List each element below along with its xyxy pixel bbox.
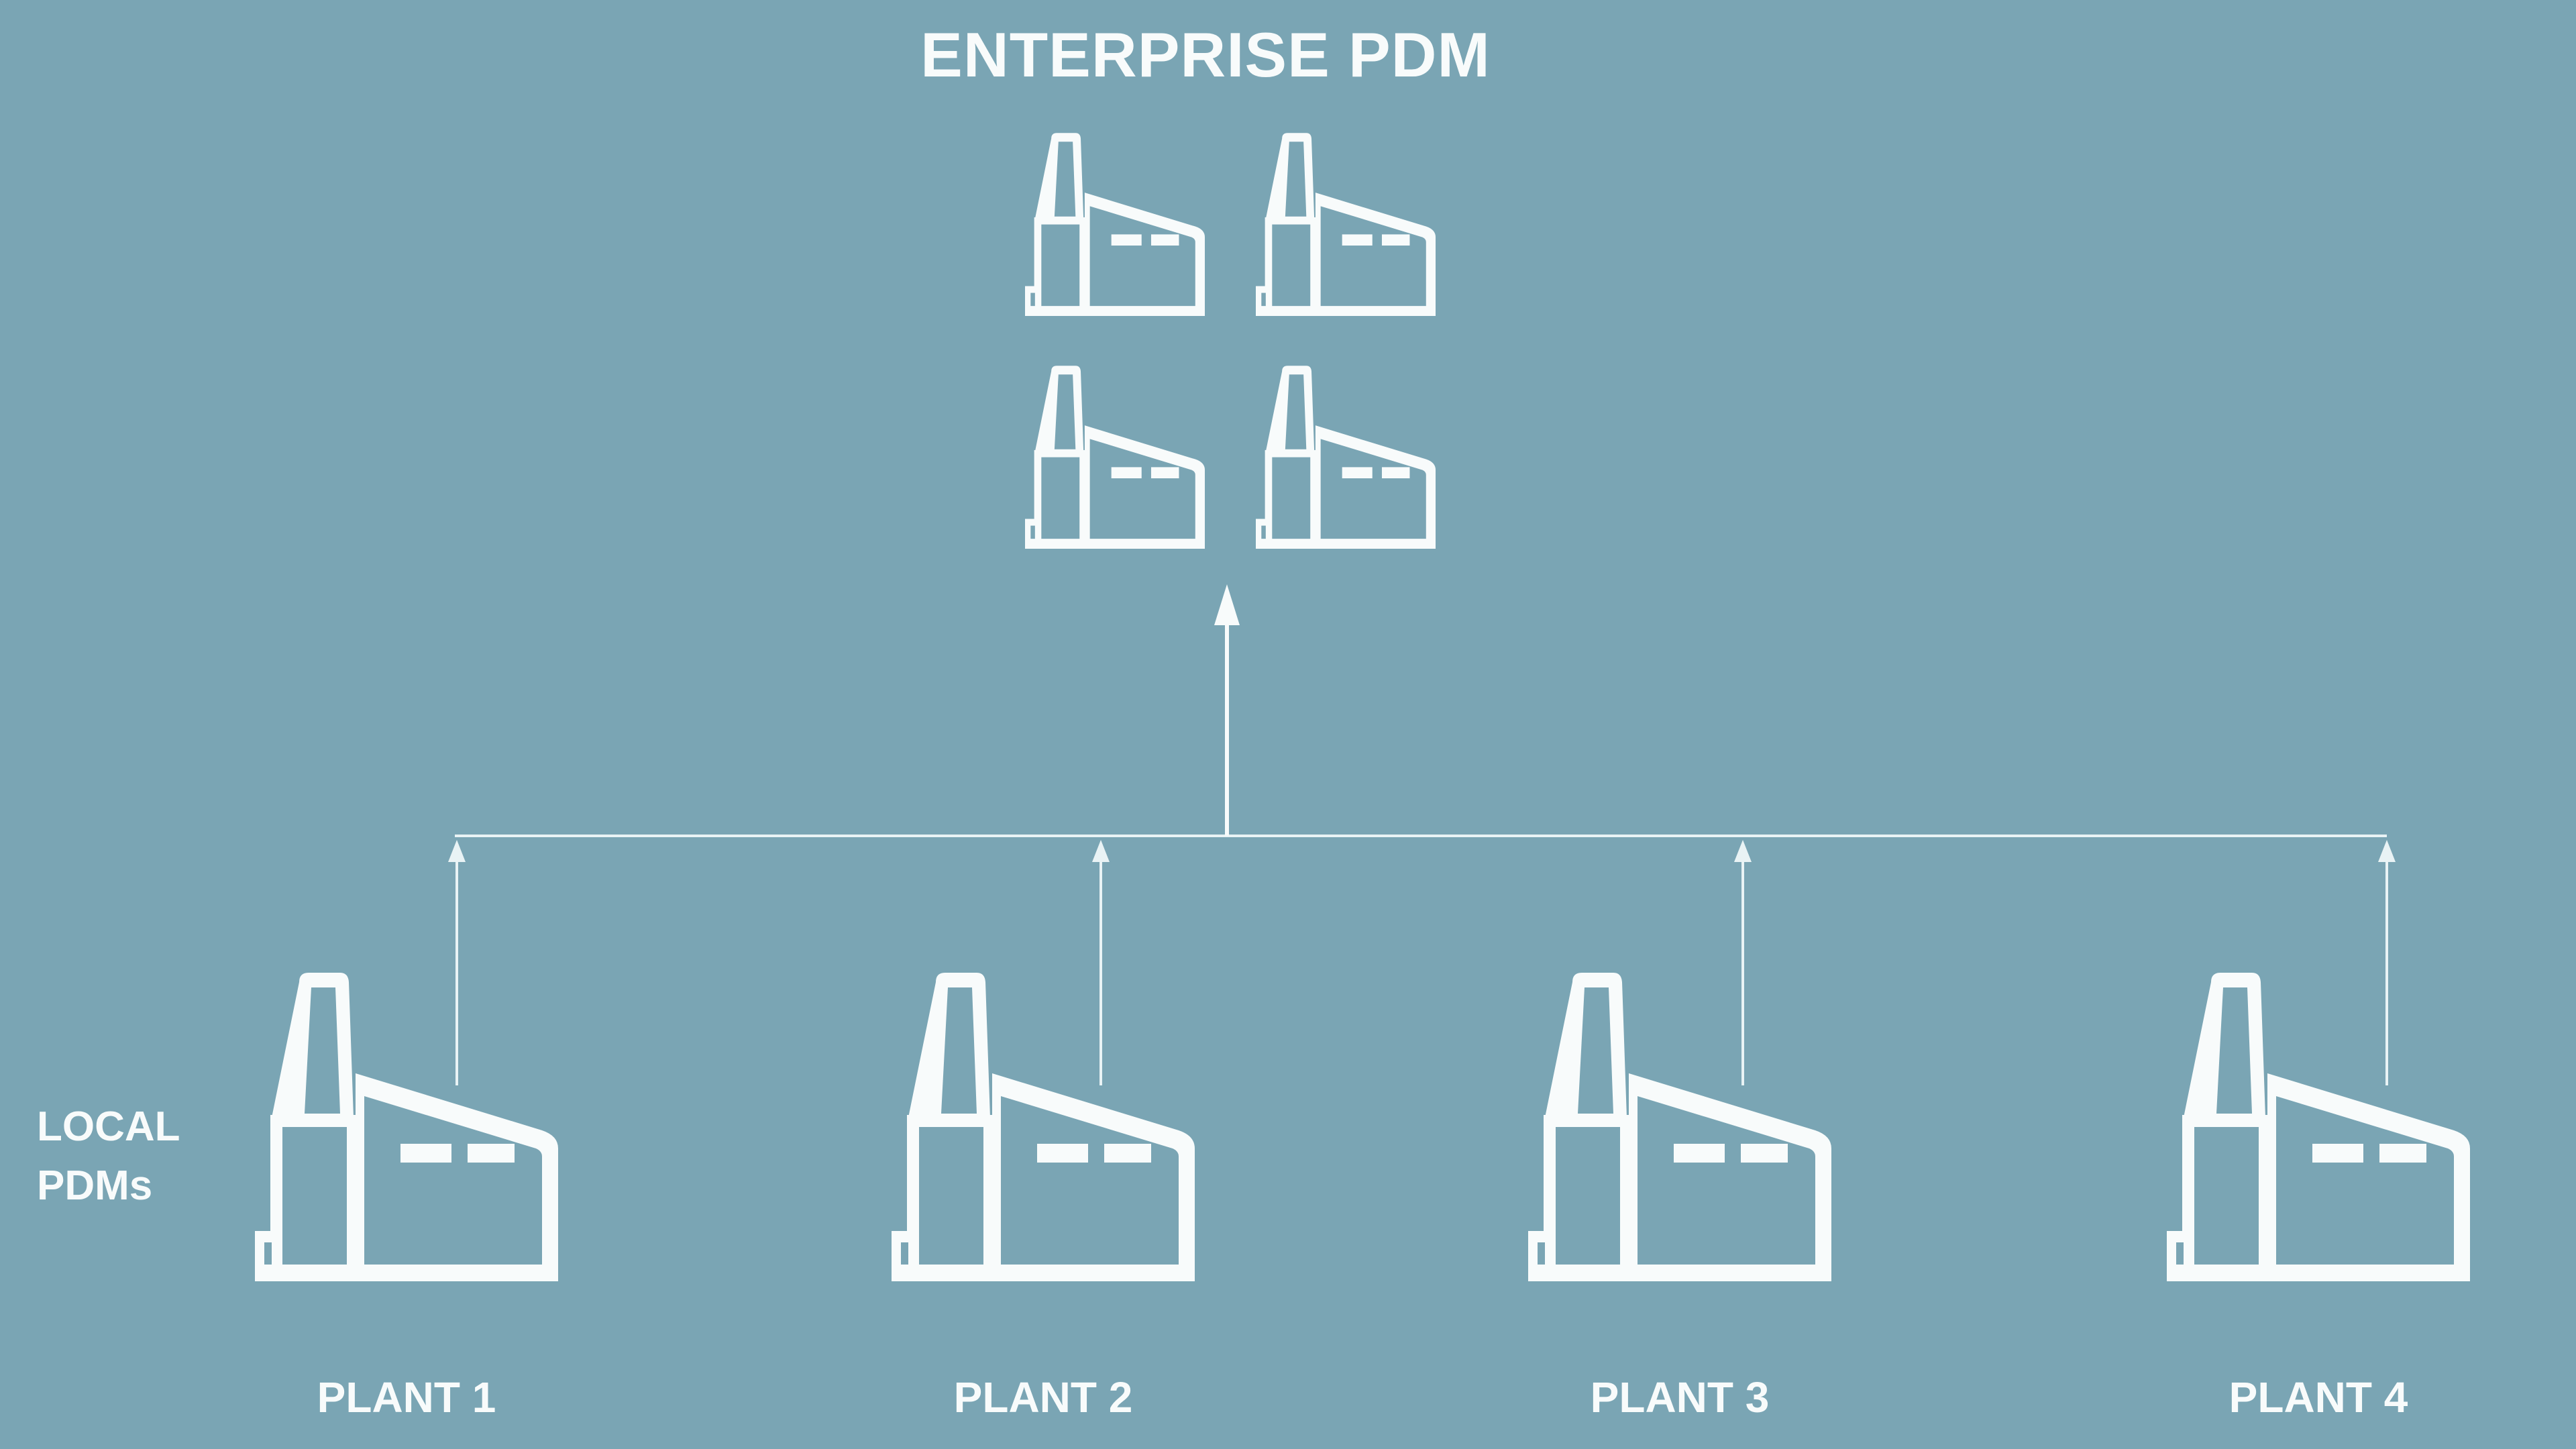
diagram-title: ENTERPRISE PDM bbox=[920, 19, 1491, 90]
local-pdms-label-line1: LOCAL bbox=[37, 1104, 180, 1150]
local-pdms-label: LOCAL PDMs bbox=[37, 1097, 180, 1216]
plant-label: PLANT 4 bbox=[2229, 1373, 2408, 1421]
local-pdms-label-line2: PDMs bbox=[37, 1163, 153, 1209]
plant4-up-arrow bbox=[2378, 840, 2396, 1085]
plant3-up-arrow bbox=[1734, 840, 1752, 1085]
central-up-arrow bbox=[1214, 584, 1240, 836]
factory-icon bbox=[255, 971, 558, 1281]
plant1-up-arrow bbox=[448, 840, 466, 1085]
factory-icon bbox=[1528, 971, 1831, 1281]
plant-label: PLANT 1 bbox=[317, 1373, 496, 1421]
plant2-up-arrow bbox=[1092, 840, 1110, 1085]
plant-label: PLANT 2 bbox=[953, 1373, 1133, 1421]
factory-icon bbox=[2167, 971, 2470, 1281]
factory-icon bbox=[892, 971, 1195, 1281]
plant-label: PLANT 3 bbox=[1590, 1373, 1770, 1421]
